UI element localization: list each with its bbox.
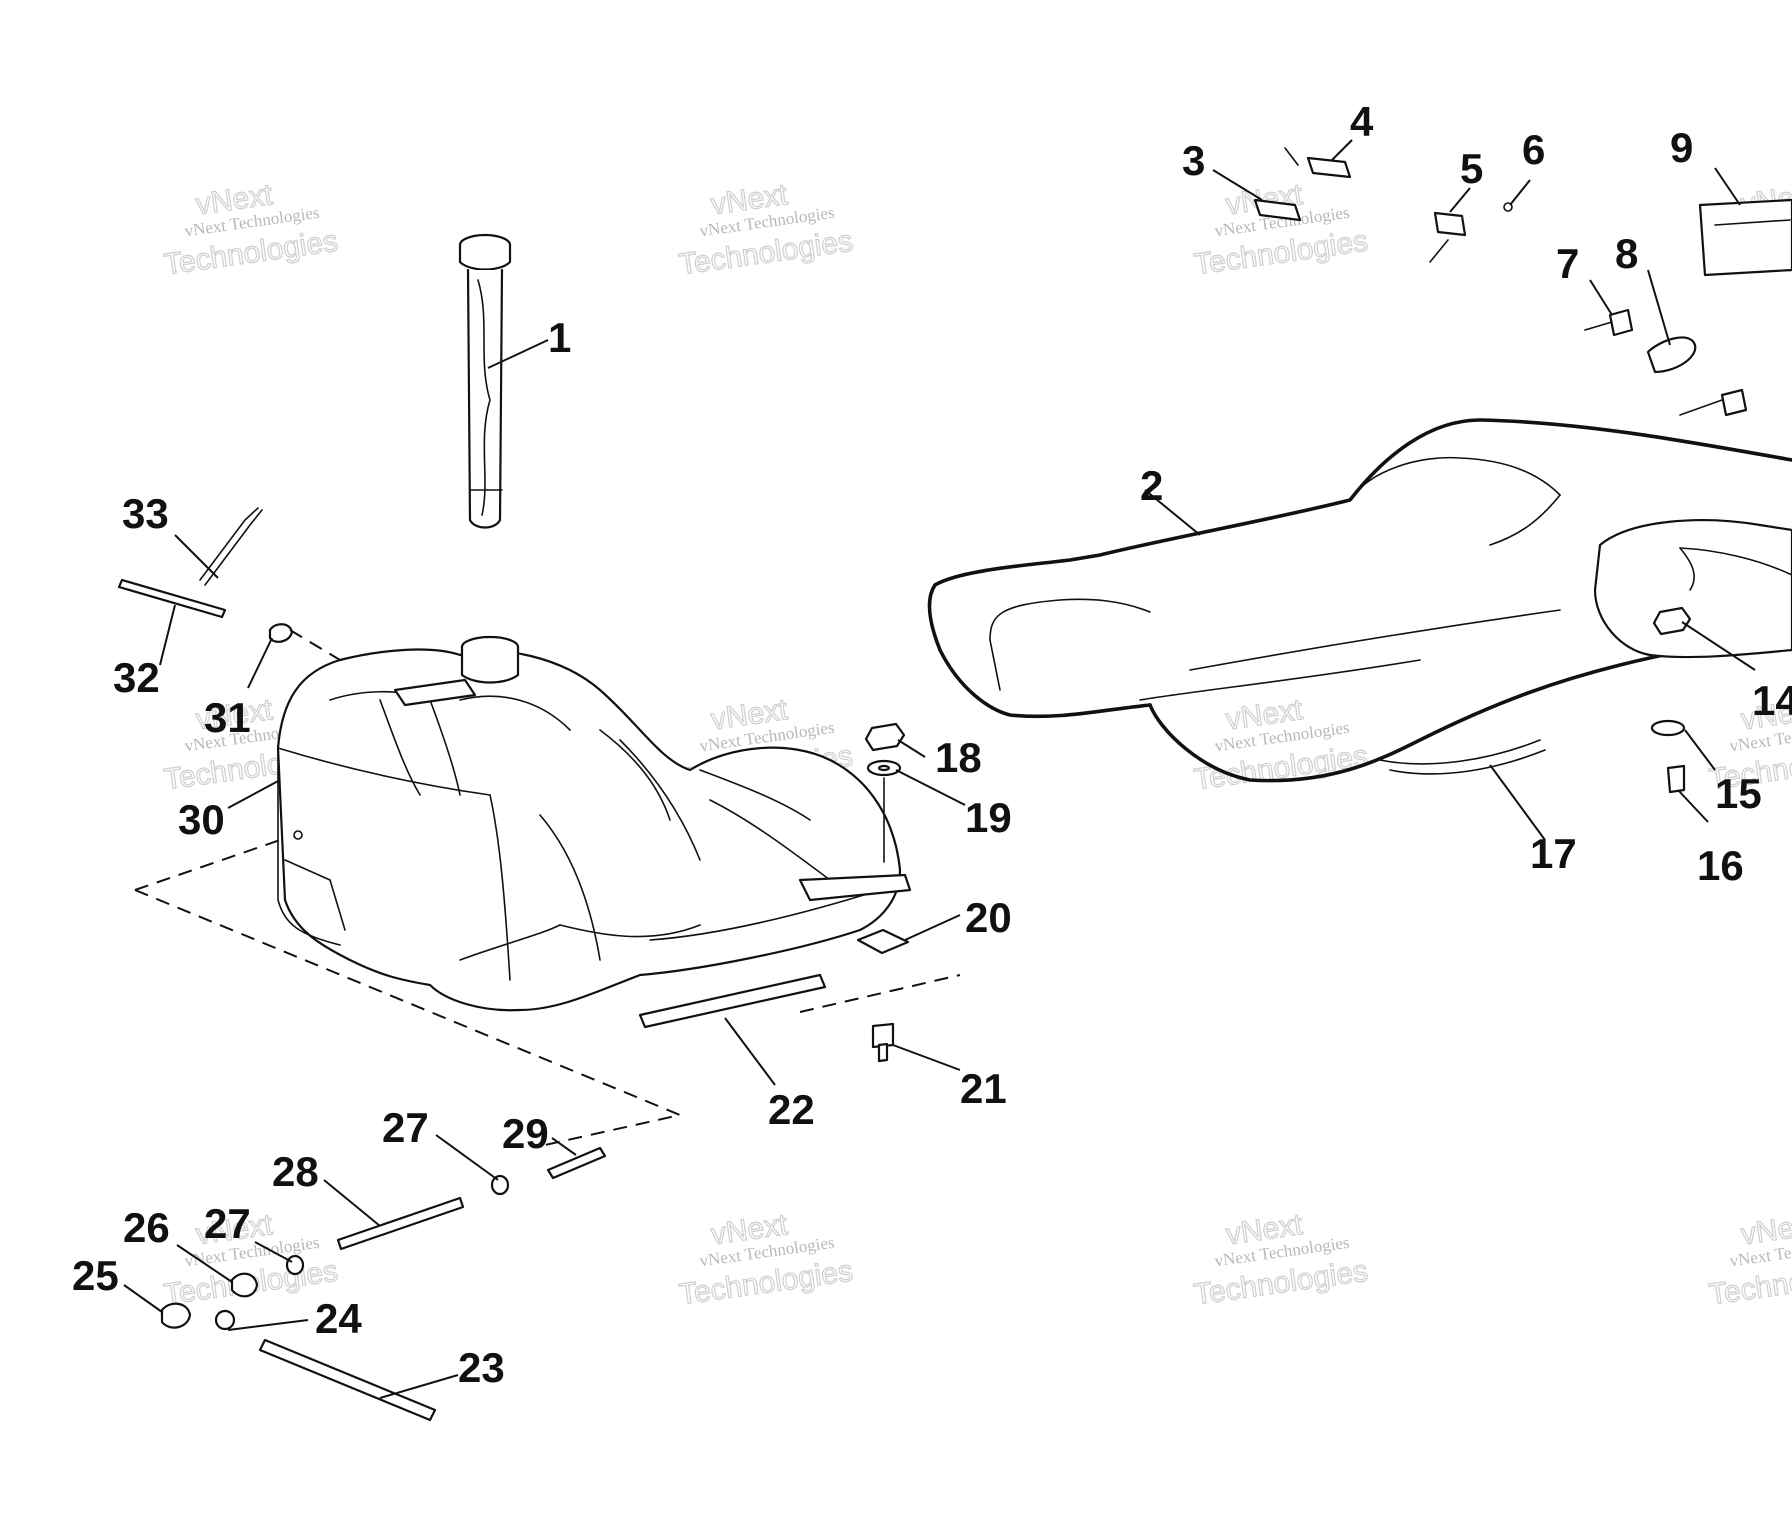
callout-15: 15 <box>1715 770 1762 817</box>
leader-lines <box>123 139 1756 1399</box>
callout-4: 4 <box>1350 98 1374 145</box>
callout-26: 26 <box>123 1204 170 1251</box>
callout-labels: 1 2 3 4 5 6 7 8 9 14 15 16 17 18 19 20 2… <box>72 98 1792 1391</box>
callout-20: 20 <box>965 894 1012 941</box>
callout-16: 16 <box>1697 842 1744 889</box>
callout-21: 21 <box>960 1065 1007 1112</box>
callout-24: 24 <box>315 1295 362 1342</box>
callout-30: 30 <box>178 796 225 843</box>
callout-28: 28 <box>272 1148 319 1195</box>
fuel-gauge-sender <box>458 233 512 529</box>
callout-5: 5 <box>1460 145 1483 192</box>
callout-27b: 27 <box>382 1104 429 1151</box>
callout-8: 8 <box>1615 230 1638 277</box>
callout-2: 2 <box>1140 462 1163 509</box>
callout-7: 7 <box>1556 240 1579 287</box>
callout-9: 9 <box>1670 124 1693 171</box>
callout-29: 29 <box>502 1110 549 1157</box>
callout-33: 33 <box>122 490 169 537</box>
callout-14: 14 <box>1752 677 1792 724</box>
callout-6: 6 <box>1522 126 1545 173</box>
fuel-tank <box>276 635 912 1012</box>
callout-22: 22 <box>768 1086 815 1133</box>
callout-17: 17 <box>1530 830 1577 877</box>
callout-32: 32 <box>113 654 160 701</box>
small-parts <box>117 156 1792 1422</box>
callout-31: 31 <box>204 694 251 741</box>
callout-23: 23 <box>458 1344 505 1391</box>
callout-25: 25 <box>72 1252 119 1299</box>
callout-18: 18 <box>935 734 982 781</box>
callout-27a: 27 <box>204 1200 251 1247</box>
seat <box>927 418 1792 783</box>
assembly-lines <box>134 147 1723 1146</box>
callout-1: 1 <box>548 314 571 361</box>
callout-3: 3 <box>1182 137 1205 184</box>
callout-19: 19 <box>965 794 1012 841</box>
